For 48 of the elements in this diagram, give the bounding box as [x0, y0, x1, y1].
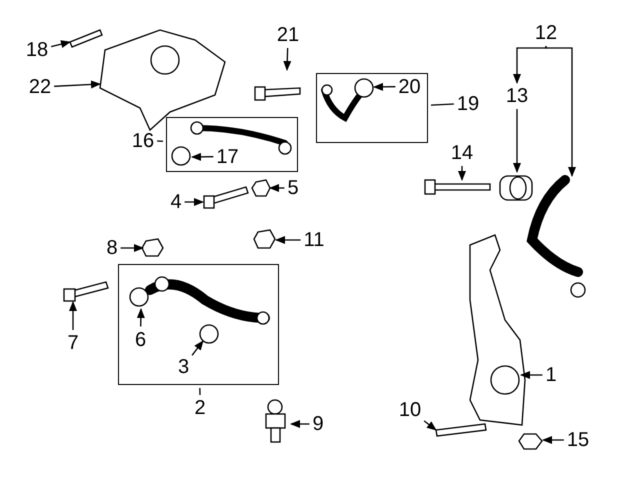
leader-line: [184, 198, 204, 206]
callout-number: 19: [456, 94, 480, 114]
leader-line: [542, 436, 564, 444]
callout-number: 15: [566, 430, 590, 450]
leader-line: [136, 308, 145, 326]
leader-line: [545, 46, 576, 177]
callout-number: 13: [506, 86, 528, 106]
leader-line: [430, 103, 454, 106]
leader-line: [290, 420, 310, 428]
leader-line: [192, 340, 204, 356]
callout-number: 2: [194, 398, 206, 418]
leader-line: [69, 301, 77, 330]
callout-number: 8: [106, 238, 118, 258]
leader-line: [50, 40, 71, 48]
leader-line: [513, 109, 521, 173]
leader-line: [191, 152, 214, 161]
callout-number: 12: [534, 23, 558, 43]
callout-number: 5: [287, 178, 299, 198]
callout-number: 11: [304, 230, 324, 250]
callout-number: 7: [67, 333, 79, 353]
leader-line: [157, 140, 164, 142]
callout-number: 22: [28, 77, 52, 97]
callout-number: 18: [26, 40, 48, 60]
leader-line: [458, 166, 466, 181]
group-frame: [118, 264, 279, 385]
callout-number: 4: [170, 192, 182, 212]
callout-number: 6: [134, 330, 146, 350]
callout-number: 3: [178, 356, 190, 376]
callout-number: 9: [312, 414, 324, 434]
leader-line: [199, 388, 201, 396]
callout-number: 16: [132, 131, 154, 151]
callout-number: 10: [398, 400, 422, 420]
leader-line: [424, 420, 437, 431]
callout-number: 1: [545, 365, 557, 385]
leader-line: [513, 46, 547, 84]
callout-number: 17: [216, 146, 239, 166]
group-frame: [316, 73, 428, 143]
leader-line: [275, 236, 301, 244]
callout-number: 20: [398, 76, 421, 96]
leader-line: [120, 244, 144, 252]
leader-line: [520, 371, 542, 379]
callout-number: 14: [450, 143, 474, 163]
leader-line: [283, 48, 292, 71]
leader-line: [269, 184, 284, 192]
callout-number: 21: [276, 25, 300, 45]
leader-line: [54, 80, 101, 88]
group-frame: [166, 117, 298, 172]
leader-line: [373, 82, 396, 91]
